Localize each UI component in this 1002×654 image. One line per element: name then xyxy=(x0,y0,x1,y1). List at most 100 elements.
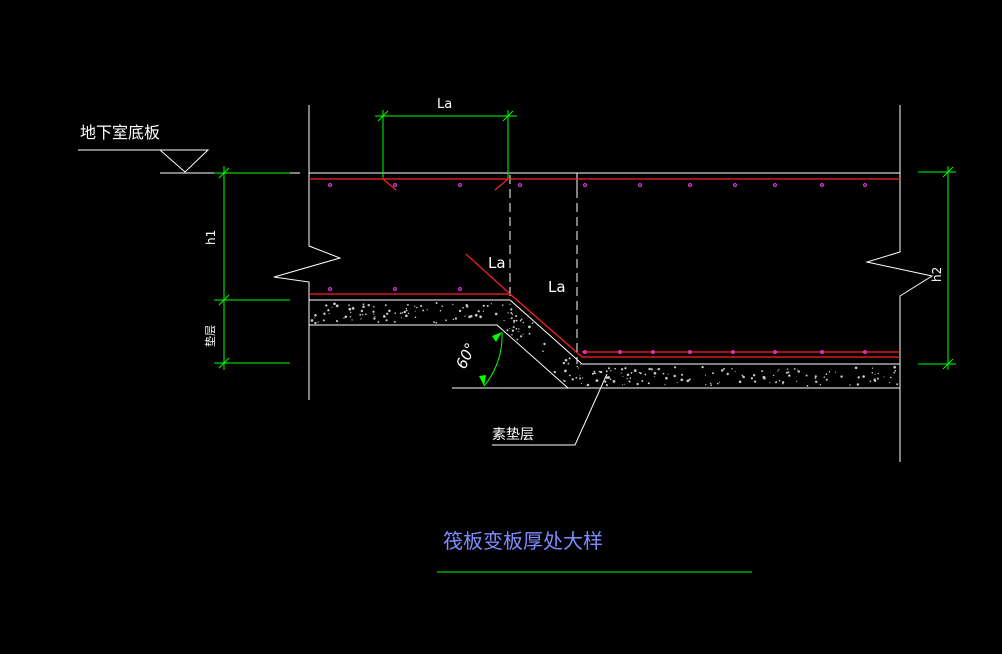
hatch-speck xyxy=(622,384,624,386)
rebar-dot xyxy=(688,350,692,354)
hatch-speck xyxy=(609,378,612,380)
hatch-speck xyxy=(405,314,408,318)
hatch-speck xyxy=(479,315,482,319)
label-plain-cushion: 素垫层 xyxy=(492,427,534,443)
hatch-speck xyxy=(871,371,874,374)
hatch-speck xyxy=(738,380,742,384)
hatch-speck xyxy=(511,329,515,332)
h2-tick-bot xyxy=(942,358,954,370)
cushion-hatch xyxy=(310,302,899,387)
rebar-dot xyxy=(863,350,867,354)
hatch-speck xyxy=(482,310,485,312)
hatch-speck xyxy=(520,318,523,321)
hatch-speck xyxy=(420,304,423,307)
hatch-speck xyxy=(367,304,370,307)
hatch-speck xyxy=(787,371,790,374)
hatch-speck xyxy=(894,369,897,372)
hatch-speck xyxy=(372,310,375,313)
hatch-speck xyxy=(474,313,478,317)
hatch-speck xyxy=(630,371,633,374)
hatch-speck xyxy=(805,374,808,377)
hatch-speck xyxy=(511,313,514,316)
hatch-speck xyxy=(673,374,676,378)
hatch-speck xyxy=(452,303,454,306)
hatch-speck xyxy=(565,369,567,371)
hatch-speck xyxy=(563,380,566,383)
hatch-speck xyxy=(335,304,339,308)
hatch-speck xyxy=(360,318,362,320)
hatch-speck xyxy=(350,311,352,313)
hatch-speck xyxy=(414,305,416,307)
la-dim-tick-right xyxy=(502,110,514,122)
hatch-speck xyxy=(896,383,899,386)
hatch-speck xyxy=(377,321,380,323)
hatch-speck xyxy=(362,305,365,308)
hatch-speck xyxy=(349,316,352,318)
hatch-speck xyxy=(435,302,438,304)
hatch-speck xyxy=(720,369,724,372)
hatch-speck xyxy=(883,376,885,378)
hatch-speck xyxy=(785,371,788,374)
hatch-speck xyxy=(452,318,455,321)
hatch-speck xyxy=(344,315,348,319)
hatch-speck xyxy=(509,303,511,305)
hatch-speck xyxy=(874,373,876,375)
hatch-speck xyxy=(629,377,632,379)
hatch-speck xyxy=(623,383,625,385)
hatch-speck xyxy=(310,319,314,322)
dashed-lines xyxy=(509,175,578,364)
hatch-speck xyxy=(664,384,666,386)
thin-cushion-bottom xyxy=(309,324,569,389)
hatch-speck xyxy=(400,317,402,319)
hatch-speck xyxy=(515,319,518,322)
hatch-speck xyxy=(348,307,352,311)
hatch-speck xyxy=(568,357,571,360)
hatch-speck xyxy=(374,315,376,317)
hatch-speck xyxy=(636,382,639,386)
hatch-speck xyxy=(503,319,505,322)
hatch-speck xyxy=(893,371,896,374)
hatch-speck xyxy=(384,304,387,307)
hatch-speck xyxy=(599,370,603,374)
hatch-speck xyxy=(797,370,800,373)
hatch-speck xyxy=(793,368,796,370)
hatch-speck xyxy=(468,315,471,319)
hatch-speck xyxy=(510,317,513,320)
hatch-speck xyxy=(576,365,578,368)
hatch-speck xyxy=(889,376,892,379)
hatch-speck xyxy=(605,370,608,373)
hatch-speck xyxy=(580,364,582,366)
hatch-speck xyxy=(528,325,531,329)
rebar-dot xyxy=(688,183,692,187)
hatch-speck xyxy=(439,309,442,312)
hatch-speck xyxy=(752,374,756,377)
hatch-speck xyxy=(823,376,826,378)
left-break-line xyxy=(273,105,342,400)
hatch-speck xyxy=(394,312,397,315)
hatch-speck xyxy=(796,380,798,382)
hatch-speck xyxy=(403,310,407,314)
hatch-speck xyxy=(373,313,375,315)
hatch-speck xyxy=(393,320,396,323)
hatch-speck xyxy=(331,306,333,308)
dimensions xyxy=(214,110,956,573)
hatch-speck xyxy=(704,374,707,376)
hatch-speck xyxy=(710,384,712,386)
hatch-speck xyxy=(741,374,744,377)
hatch-speck xyxy=(777,370,779,372)
hatch-speck xyxy=(553,370,556,374)
hatch-speck xyxy=(386,312,389,315)
hatch-speck xyxy=(382,315,386,318)
hatch-speck xyxy=(612,380,616,383)
rebar-dot xyxy=(773,183,777,187)
hatch-speck xyxy=(620,372,622,374)
hatch-speck xyxy=(710,382,712,385)
hatch-speck xyxy=(593,370,596,373)
hatch-speck xyxy=(889,381,891,384)
hatch-speck xyxy=(515,314,518,318)
hatch-speck xyxy=(508,327,511,329)
hatch-speck xyxy=(626,377,628,380)
hatch-speck xyxy=(575,376,578,379)
hatch-speck xyxy=(567,362,570,365)
hatch-speck xyxy=(562,379,564,381)
